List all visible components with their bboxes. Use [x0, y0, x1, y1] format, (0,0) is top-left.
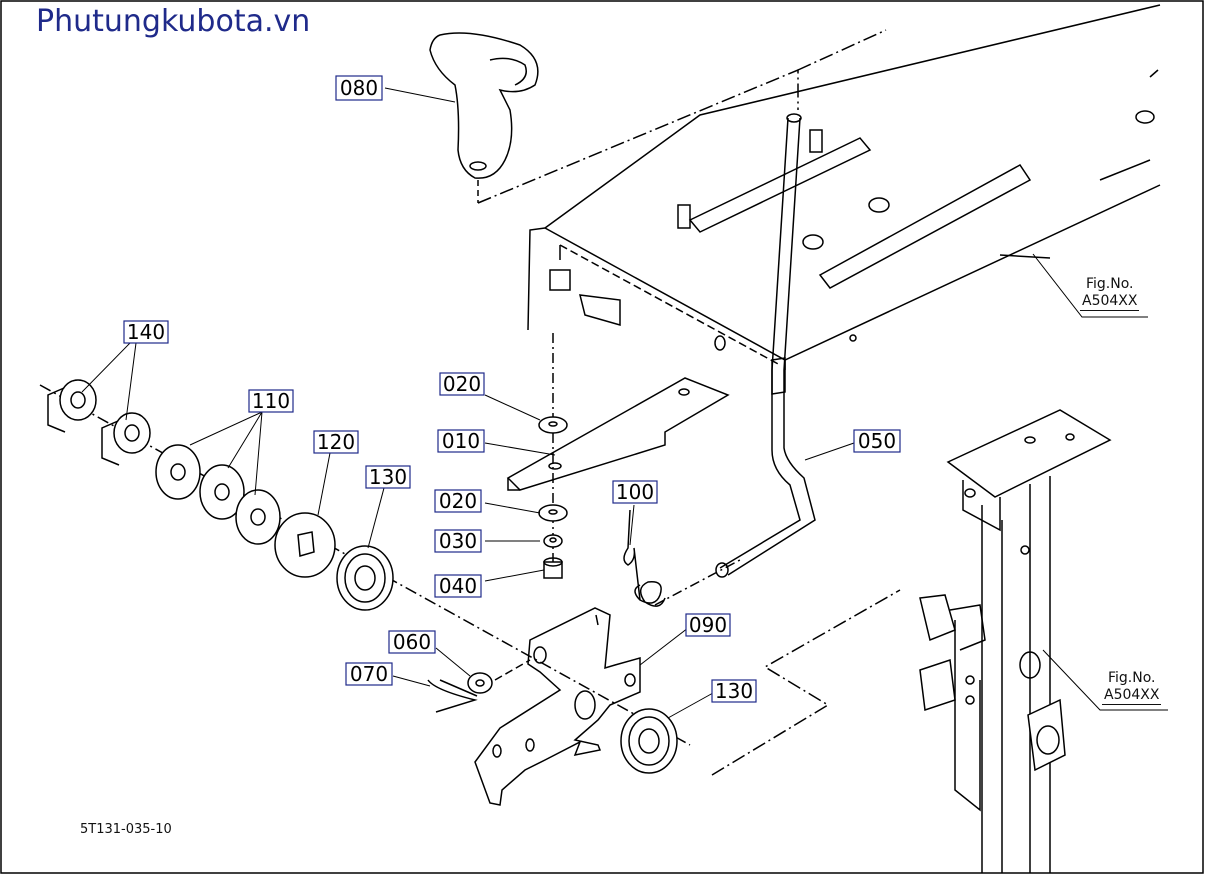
- svg-text:110: 110: [252, 389, 290, 413]
- svg-text:140: 140: [127, 320, 165, 344]
- fig-ref-code: A504XX: [1102, 687, 1162, 705]
- callout-070: 070: [345, 662, 393, 686]
- svg-text:120: 120: [317, 430, 355, 454]
- fig-ref-upper: Fig.No. A504XX: [1080, 276, 1140, 311]
- callout-050: 050: [853, 429, 901, 453]
- callout-020-upper: 020: [439, 372, 485, 396]
- callout-030: 030: [434, 529, 482, 553]
- svg-text:100: 100: [616, 480, 654, 504]
- svg-text:130: 130: [715, 679, 753, 703]
- callout-020-lower: 020: [434, 489, 482, 513]
- svg-text:010: 010: [442, 429, 480, 453]
- lever-rod: [715, 113, 816, 578]
- svg-text:040: 040: [439, 574, 477, 598]
- callout-labels: 080 140 110 120 130 020 010 020 030 040 …: [123, 75, 901, 703]
- callout-010: 010: [437, 429, 485, 453]
- diagram-code: 5T131-035-10: [80, 822, 172, 837]
- svg-text:020: 020: [443, 372, 481, 396]
- svg-text:080: 080: [340, 76, 378, 100]
- watermark-text: Phutungkubota.vn: [36, 4, 311, 39]
- spring-part: [623, 509, 741, 607]
- slotted-plate: [506, 377, 730, 491]
- square-washer: [274, 512, 336, 578]
- knob-part: [429, 32, 539, 179]
- collar-part: [47, 379, 151, 466]
- callout-060: 060: [388, 630, 436, 654]
- washer-stack: [155, 444, 281, 545]
- svg-text:130: 130: [369, 465, 407, 489]
- fig-ref-code: A504XX: [1080, 293, 1140, 311]
- side-frame: [919, 409, 1112, 873]
- callout-120: 120: [313, 430, 359, 454]
- callout-110: 110: [248, 389, 294, 413]
- callout-040: 040: [434, 574, 482, 598]
- lever-bracket: [474, 607, 641, 806]
- svg-text:070: 070: [350, 662, 388, 686]
- fig-ref-label: Fig.No.: [1107, 670, 1156, 686]
- svg-text:060: 060: [393, 630, 431, 654]
- callout-080: 080: [335, 75, 383, 101]
- washer-part: [538, 416, 568, 434]
- frame-plate: [527, 4, 1161, 370]
- svg-text:020: 020: [439, 489, 477, 513]
- callout-140: 140: [123, 320, 169, 344]
- callout-130-upper: 130: [365, 465, 411, 489]
- fig-ref-label: Fig.No.: [1085, 276, 1134, 292]
- callout-090: 090: [685, 613, 731, 637]
- callout-100: 100: [612, 480, 658, 504]
- washer-part: [538, 504, 568, 522]
- svg-text:030: 030: [439, 529, 477, 553]
- leader-lines: [81, 87, 1168, 719]
- svg-text:050: 050: [858, 429, 896, 453]
- svg-text:090: 090: [689, 613, 727, 637]
- fig-ref-lower: Fig.No. A504XX: [1102, 670, 1162, 705]
- callout-130-lower: 130: [711, 679, 757, 703]
